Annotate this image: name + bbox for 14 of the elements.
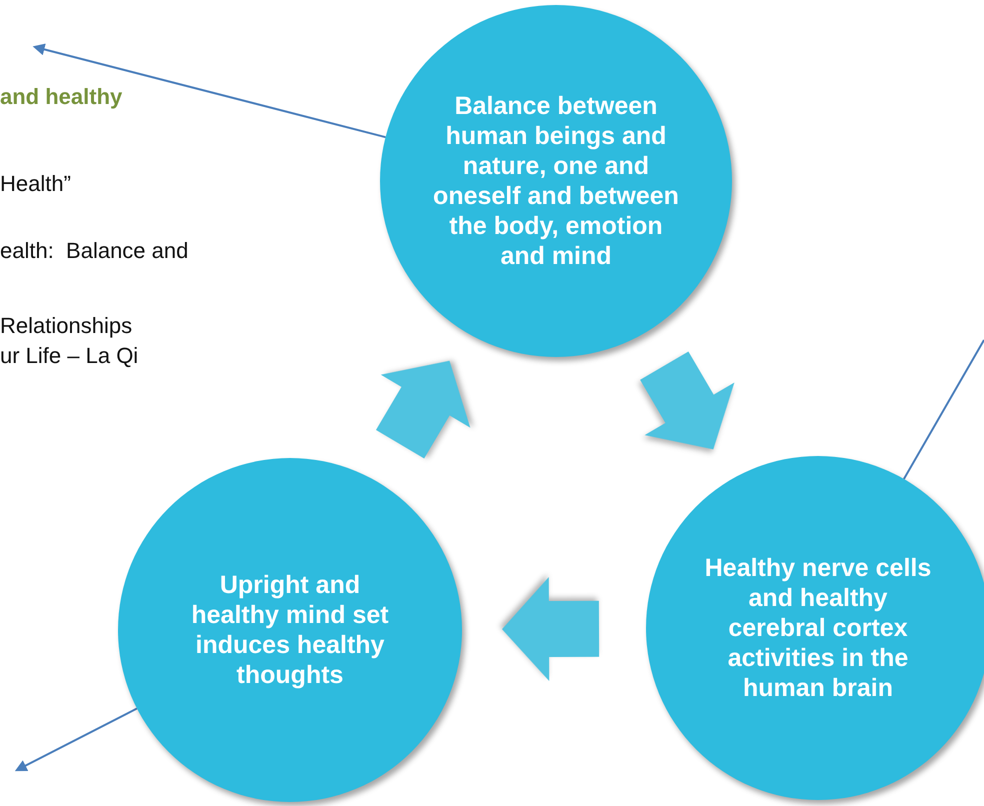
node-text: Healthy nerve cells and healthy cerebral cortex activities in the human brain <box>704 553 932 703</box>
text-fragment: and healthy <box>0 84 122 110</box>
leader-line <box>14 708 138 772</box>
block-arrow <box>640 352 734 450</box>
block-arrow <box>502 577 600 682</box>
text-fragment: ur Life – La Qi <box>0 343 138 369</box>
text-fragment: ealth: Balance and <box>0 238 188 264</box>
leader-line <box>32 44 386 138</box>
node-text: Balance between human beings and nature, one and oneself and between the body, emotion and mind <box>432 91 680 271</box>
text-fragment: Health” <box>0 171 71 197</box>
leader-line <box>903 340 984 480</box>
text-fragment: Relationships <box>0 313 132 339</box>
node-text: Upright and healthy mind set induces healthy thoughts <box>190 570 390 690</box>
block-arrow <box>376 360 470 458</box>
